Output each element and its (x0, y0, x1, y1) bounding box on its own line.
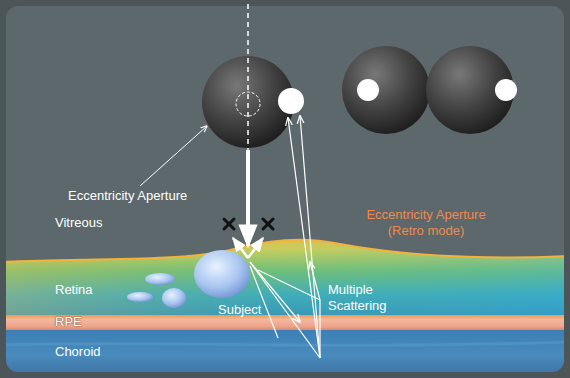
layer-label: Choroid (55, 344, 101, 360)
scattering-label: Multiple Scattering (328, 282, 408, 314)
aperture-label: Eccentricity Aperture (68, 188, 187, 204)
layer-label: RPE (55, 314, 82, 330)
layer-label: Vitreous (55, 215, 102, 231)
layer-label: Retina (55, 282, 93, 298)
subject-label: Subject (218, 302, 261, 318)
retro-mode-label: Eccentricity Aperture (Retro mode) (356, 207, 496, 239)
